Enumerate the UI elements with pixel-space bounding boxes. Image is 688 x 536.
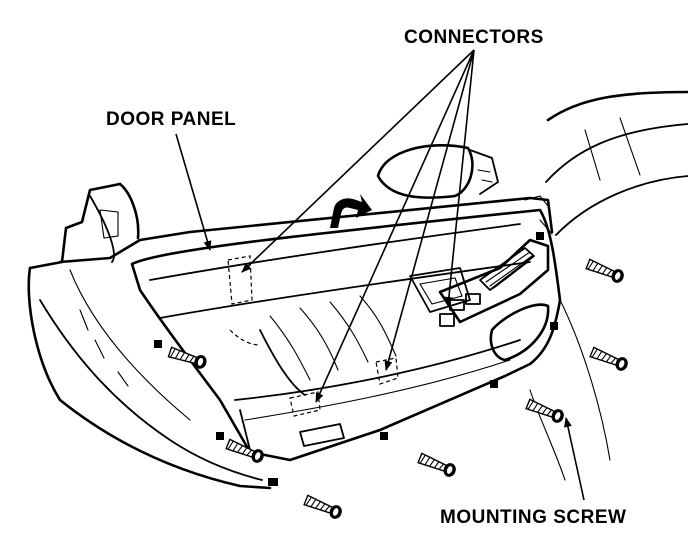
mounting-screw-leader-line bbox=[564, 417, 585, 501]
screw-icon bbox=[416, 450, 459, 480]
side-mirror bbox=[376, 144, 499, 199]
connector-outlines bbox=[227, 255, 399, 417]
screw-icon bbox=[302, 492, 345, 522]
connectors-leader-lines bbox=[241, 49, 475, 403]
car-body bbox=[529, 90, 688, 481]
screw-icon bbox=[224, 436, 267, 466]
switch-panel bbox=[438, 238, 550, 327]
connectors-label: CONNECTORS bbox=[404, 27, 544, 48]
mounting-screw-label: MOUNTING SCREW bbox=[440, 507, 627, 528]
door-panel-leader-line bbox=[175, 133, 212, 251]
panel-clips bbox=[154, 232, 558, 486]
door-panel-label: DOOR PANEL bbox=[106, 109, 237, 130]
screw-icon bbox=[588, 344, 631, 374]
removal-arrow bbox=[330, 194, 372, 228]
screw-icon bbox=[167, 344, 210, 372]
screw-icon bbox=[524, 396, 567, 426]
screw-icon bbox=[584, 256, 627, 286]
